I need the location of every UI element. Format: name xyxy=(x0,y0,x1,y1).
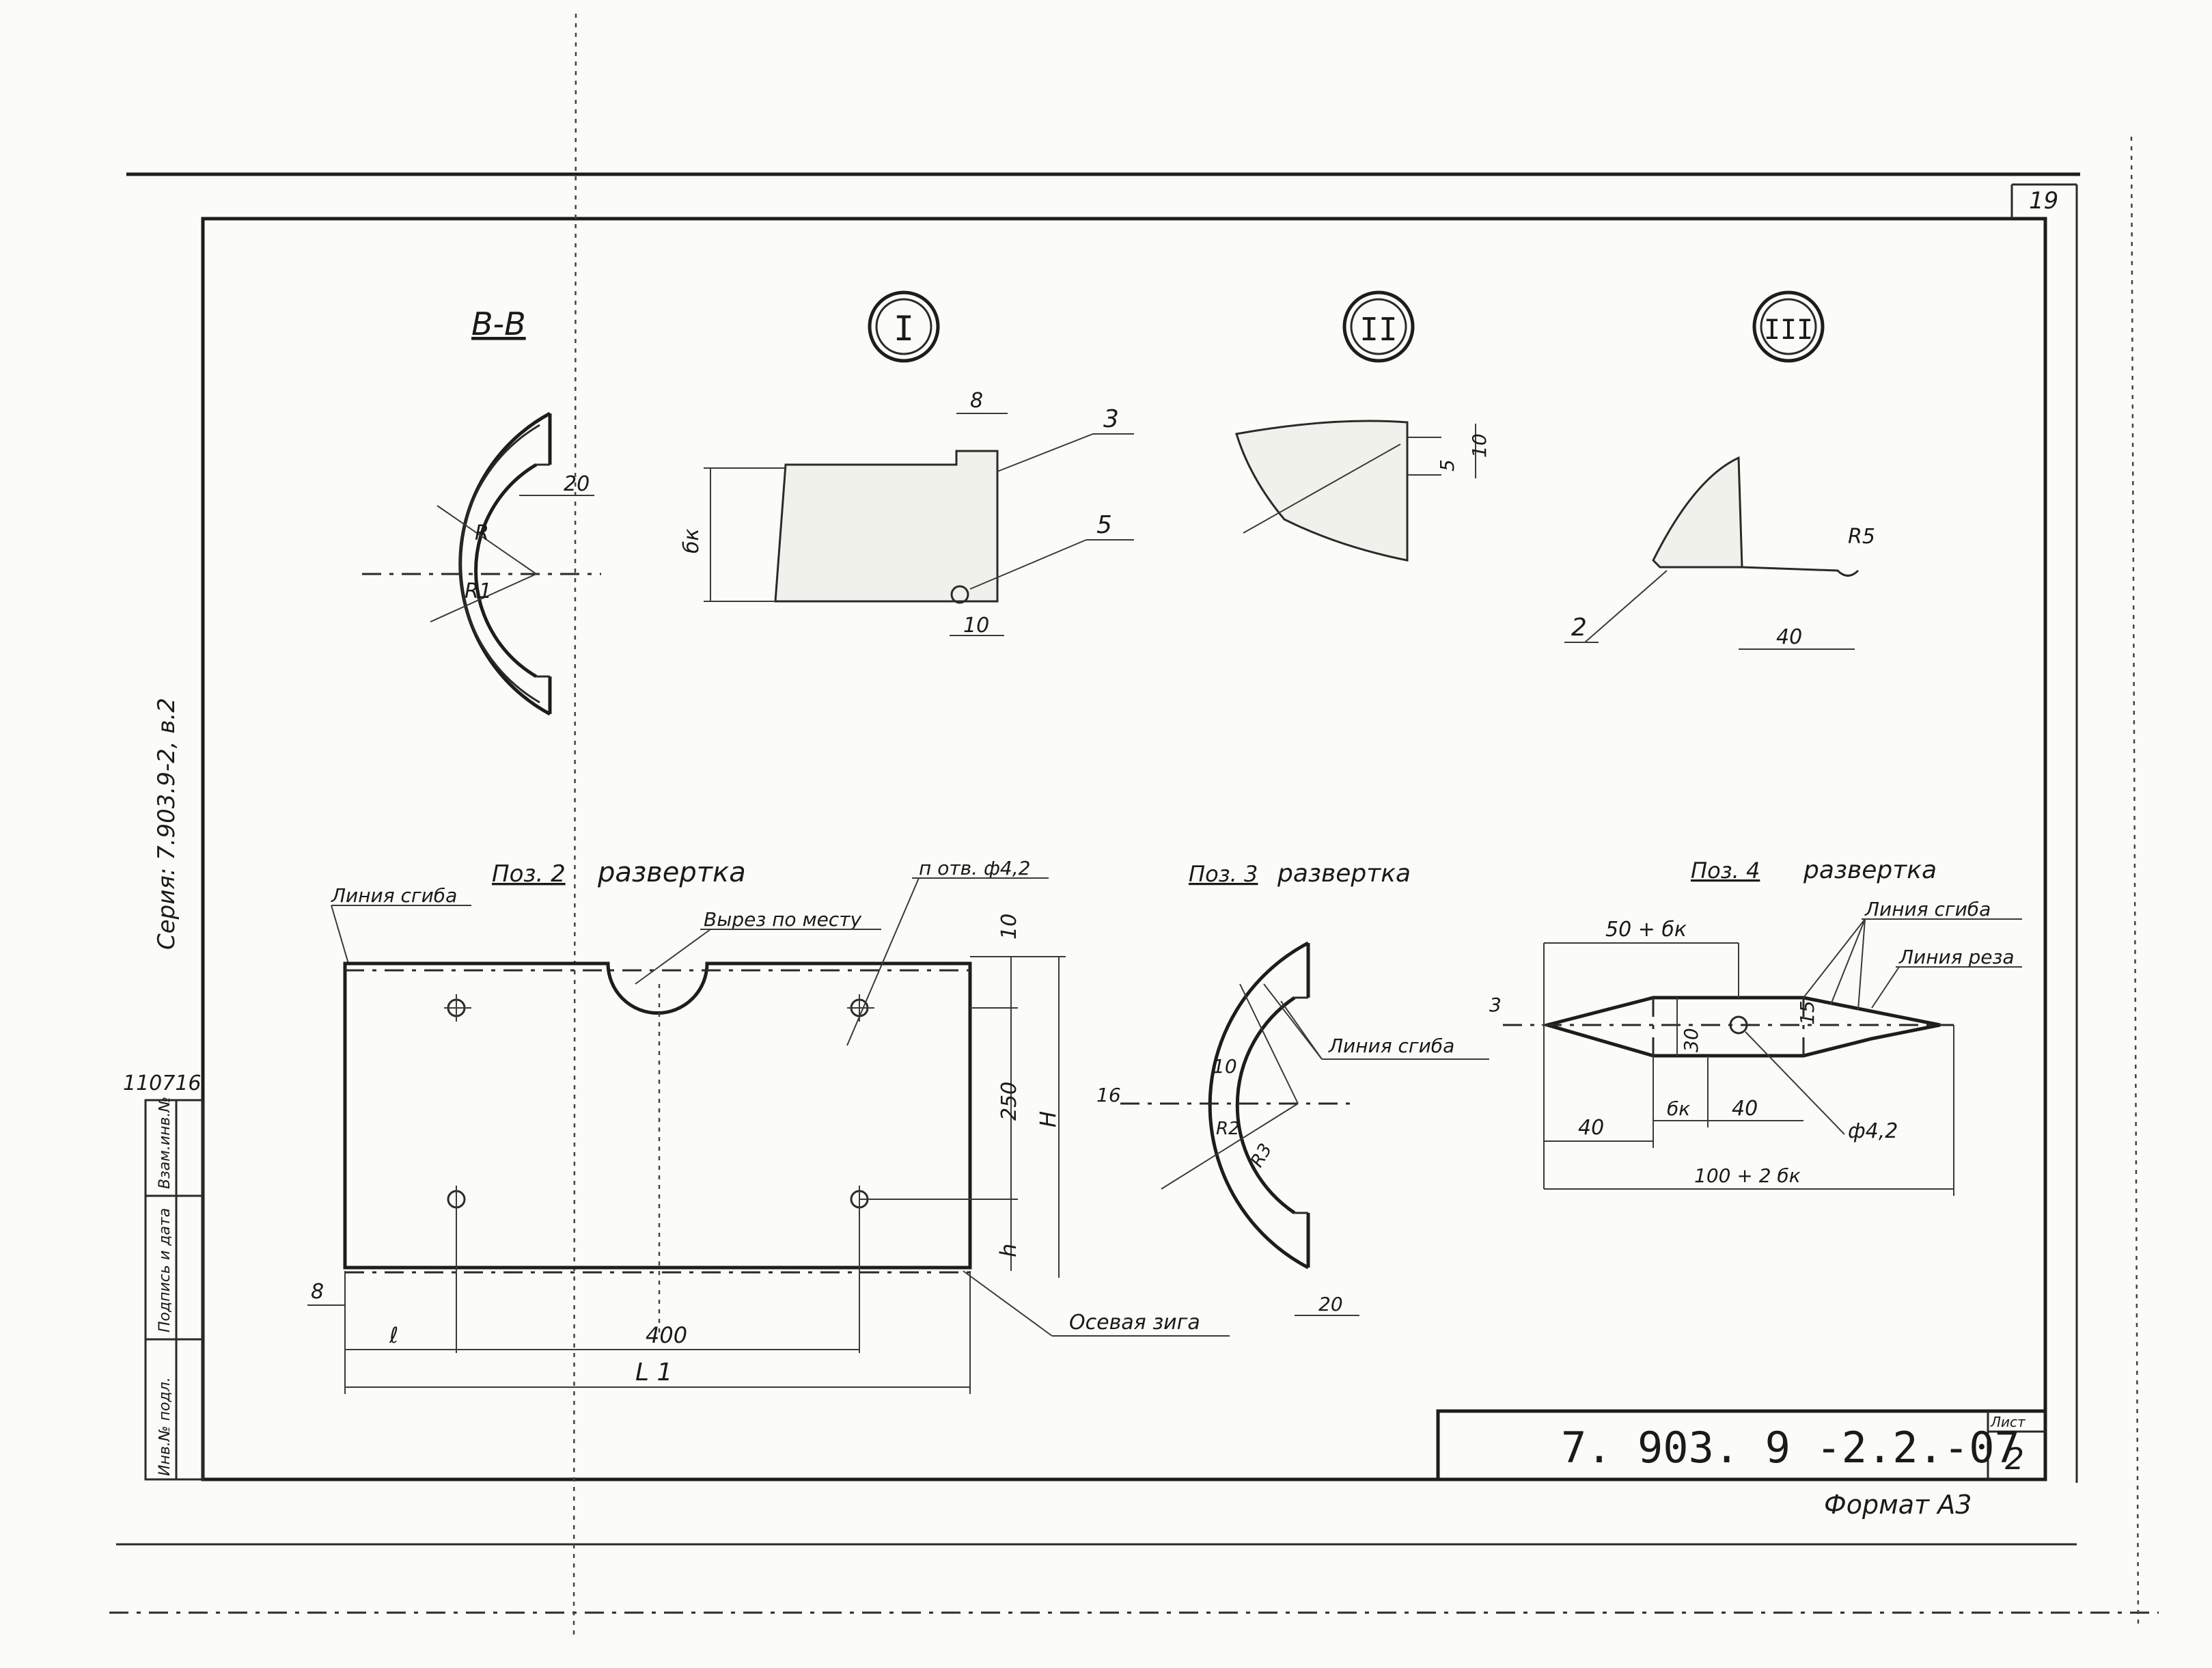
detail-3-view: III R5 40 2 xyxy=(1564,290,1875,650)
sheet-corner-number: 19 xyxy=(2029,187,2058,215)
pos2-axial-seam: Осевая зига xyxy=(1069,1311,1200,1335)
side-stamp: 110716 Взам.инв.№ Подпись и дата Инв.№ п… xyxy=(123,1071,204,1481)
pos2-development: Поз. 2 развертка Линия сгиба Вырез по ме… xyxy=(307,857,1230,1394)
pos2-hole-top-right xyxy=(847,994,874,1022)
pos3-r2: R2 xyxy=(1216,1119,1240,1139)
pos2-hole-top-left xyxy=(444,994,471,1022)
pos4-cut-line: Линия реза xyxy=(1898,946,2015,968)
pos2-holes: п отв. ф4,2 xyxy=(919,857,1030,879)
pos4-dim-40-mid: 40 xyxy=(1732,1097,1758,1121)
inventory-number: 110716 xyxy=(123,1071,202,1095)
detail-1-bk: бк xyxy=(680,528,704,553)
detail-1-view: I бк 8 10 3 5 xyxy=(680,290,1134,638)
pos3-bend-line: Линия сгиба xyxy=(1328,1035,1454,1057)
series-label: Серия: 7.903.9-2, в.2 xyxy=(153,698,180,950)
pos2-bend-line: Линия сгиба xyxy=(331,884,457,907)
pos2-dim-400: 400 xyxy=(646,1322,687,1348)
detail-2-dim-5: 5 xyxy=(1436,459,1458,471)
detail-3-marker: III xyxy=(1764,314,1813,346)
pos3-development: Поз. 3 развертка 10 16 R2 R3 Линия сгиба… xyxy=(1096,860,1489,1316)
pos2-title-prefix: Поз. 2 xyxy=(492,860,566,888)
detail-2-dim-10: 10 xyxy=(1468,433,1491,458)
detail-2-marker: II xyxy=(1359,311,1397,348)
pos2-dim-l: ℓ xyxy=(389,1322,398,1348)
pos4-bend-line: Линия сгиба xyxy=(1864,898,1991,920)
detail-1-dim-10: 10 xyxy=(963,614,989,638)
pos2-dim-h: h xyxy=(995,1244,1021,1257)
bb-dim-20: 20 xyxy=(564,472,590,496)
pos2-dim-8: 8 xyxy=(311,1280,324,1304)
stamp-cell-signature: Подпись и дата xyxy=(156,1208,174,1332)
pos3-dim-16: 16 xyxy=(1096,1084,1121,1106)
stamp-cell-original: Инв.№ подл. xyxy=(156,1377,174,1476)
bb-radius-r1: R1 xyxy=(465,579,492,603)
detail-1-marker: I xyxy=(894,309,914,348)
sheet-number: 2 xyxy=(2005,1442,2024,1477)
pos3-dim-20: 20 xyxy=(1318,1293,1343,1315)
pos4-dim-40-left: 40 xyxy=(1578,1116,1604,1140)
pos4-dim-15: 15 xyxy=(1796,1000,1819,1025)
pos3-title-suffix: развертка xyxy=(1277,860,1411,888)
detail-2-view: II 5 10 xyxy=(1235,290,1491,562)
pos4-dim-30: 30 xyxy=(1680,1028,1702,1052)
pos2-cutout: Вырез по месту xyxy=(704,908,861,931)
detail-3-callout-2: 2 xyxy=(1571,614,1587,642)
detail-1-dim-8: 8 xyxy=(970,389,983,413)
sheet-format: Формат А3 xyxy=(1824,1490,1972,1520)
pos2-dim-250: 250 xyxy=(997,1082,1021,1121)
pos2-title-suffix: развертка xyxy=(597,857,746,888)
detail-3-dim-40: 40 xyxy=(1776,625,1802,649)
detail-1-callout-3: 3 xyxy=(1103,405,1119,433)
pos2-hole-bottom-left xyxy=(447,1186,466,1353)
pos2-hole-bottom-right xyxy=(850,1186,1018,1353)
pos2-dim-L1: L 1 xyxy=(635,1358,672,1386)
sheet-frame xyxy=(109,13,2159,1641)
pos3-dim-10: 10 xyxy=(1213,1055,1237,1078)
pos4-dim-bk: бк xyxy=(1667,1097,1690,1120)
pos4-dim-3: 3 xyxy=(1489,994,1502,1016)
stamp-cell-replace: Взам.инв.№ xyxy=(156,1097,174,1189)
pos4-development: Поз. 4 развертка 50 + бк 3 15 30 40 бк 4… xyxy=(1489,856,2022,1196)
pos4-title-prefix: Поз. 4 xyxy=(1691,858,1760,884)
pos3-title-prefix: Поз. 3 xyxy=(1189,861,1258,887)
detail-1-callout-5: 5 xyxy=(1096,511,1112,539)
title-block: 7. 903. 9 -2.2.-07 Лист 2 Формат А3 xyxy=(1436,1409,2047,1520)
pos4-dim-100bk: 100 + 2 бк xyxy=(1694,1164,1801,1187)
drawing-designation: 7. 903. 9 -2.2.-07 xyxy=(1561,1423,2020,1473)
pos4-dim-50bk: 50 + бк xyxy=(1605,918,1687,942)
bb-radius-r: R xyxy=(475,521,489,545)
pos2-dim-10: 10 xyxy=(997,914,1021,940)
section-bb-title: В-В xyxy=(471,305,526,342)
pos4-title-suffix: развертка xyxy=(1803,856,1937,884)
pos2-dim-H: H xyxy=(1035,1111,1061,1127)
sheet-label: Лист xyxy=(1990,1414,2026,1430)
detail-3-r5: R5 xyxy=(1848,525,1875,549)
section-bb-view: В-В R R1 20 xyxy=(362,305,601,716)
pos4-dim-hole: ф4,2 xyxy=(1848,1119,1898,1143)
